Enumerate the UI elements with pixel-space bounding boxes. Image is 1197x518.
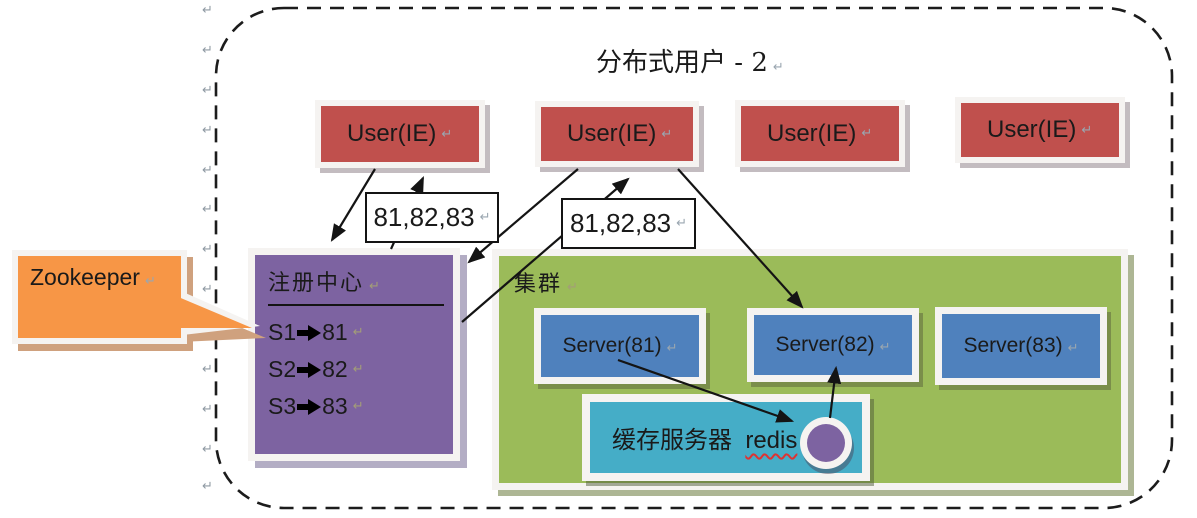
port-list-text: 81,82,83 — [569, 208, 672, 238]
registry-key: S1 — [268, 319, 297, 345]
cache-box-label: 缓存服务器 redis↵ — [590, 420, 813, 455]
registry-value: 82 — [322, 356, 348, 382]
registry-row-1: S1 81 ↵ — [268, 314, 453, 351]
redis-node-circle-fill — [807, 424, 845, 462]
paragraph-mark: ↵ — [352, 325, 364, 340]
paragraph-mark: ↵ — [661, 126, 673, 142]
paragraph-mark: ↵ — [441, 126, 453, 142]
server-box-81[interactable]: Server(81) ↵ — [534, 308, 706, 384]
user-box-3[interactable]: User(IE) ↵ — [735, 100, 905, 167]
paragraph-mark: ↵ — [676, 216, 688, 231]
paragraph-mark: ↵ — [352, 399, 364, 414]
paragraph-mark: ↵ — [772, 60, 784, 75]
registry-content: 注册中心 ↵ S1 81 ↵ S2 82 ↵ S3 83 ↵ — [255, 255, 453, 454]
server-box-82[interactable]: Server(82) ↵ — [747, 308, 919, 382]
port-list-label-1[interactable]: 81,82,83 ↵ — [365, 192, 499, 243]
heavy-right-arrow-icon — [297, 398, 322, 415]
paragraph-mark: ↵ — [202, 282, 213, 297]
port-list-text: 81,82,83 — [373, 202, 475, 232]
heavy-right-arrow-icon — [297, 361, 322, 378]
user-box-1[interactable]: User(IE)↵ — [315, 100, 485, 168]
paragraph-mark: ↵ — [202, 83, 213, 98]
registry-row-2: S2 82 ↵ — [268, 351, 453, 388]
paragraph-mark: ↵ — [202, 202, 213, 217]
diagram-title-text: 分布式用户 - 2 — [596, 48, 768, 78]
registry-box[interactable]: 注册中心 ↵ S1 81 ↵ S2 82 ↵ S3 83 ↵ — [248, 248, 460, 461]
paragraph-mark: ↵ — [202, 43, 213, 58]
server-box-label: Server(81) ↵ — [541, 334, 699, 358]
cluster-label: 集群 ↵ — [514, 266, 580, 298]
paragraph-mark: ↵ — [202, 3, 213, 18]
paragraph-mark: ↵ — [202, 479, 213, 494]
paragraph-mark: ↵ — [861, 126, 873, 141]
paragraph-mark: ↵ — [479, 210, 491, 225]
zookeeper-callout[interactable] — [8, 246, 278, 358]
heavy-right-arrow-icon — [297, 324, 322, 341]
user-box-2[interactable]: User(IE)↵ — [535, 101, 699, 167]
registry-title-text: 注册中心 — [268, 271, 365, 296]
paragraph-mark: ↵ — [567, 280, 580, 295]
registry-key: S3 — [268, 393, 297, 419]
port-list-label-2[interactable]: 81,82,83 ↵ — [561, 198, 696, 249]
registry-row-3: S3 83 ↵ — [268, 388, 453, 425]
cluster-label-text: 集群 — [514, 272, 563, 297]
server-label-text: Server(83) — [963, 334, 1063, 357]
cache-label-redis: redis — [745, 427, 798, 454]
paragraph-mark-column: ↵ ↵ ↵ ↵ ↵ ↵ ↵ ↵ ↵ ↵ ↵ ↵ ↵ — [202, 0, 216, 518]
paragraph-mark: ↵ — [202, 402, 213, 417]
paragraph-mark: ↵ — [202, 442, 213, 457]
zookeeper-label-text: Zookeeper — [30, 264, 140, 290]
server-box-label: Server(83) ↵ — [942, 334, 1100, 358]
paragraph-mark: ↵ — [352, 362, 364, 377]
user-box-4[interactable]: User(IE)↵ — [955, 97, 1125, 163]
paragraph-mark: ↵ — [1067, 341, 1079, 356]
server-label-text: Server(82) — [775, 333, 875, 356]
paragraph-mark: ↵ — [1081, 122, 1093, 138]
registry-underline — [268, 304, 444, 306]
redis-node-circle[interactable] — [800, 417, 852, 469]
registry-key: S2 — [268, 356, 297, 382]
registry-value: 83 — [322, 393, 348, 419]
zookeeper-label: Zookeeper ↵ — [30, 264, 156, 291]
user-box-label: User(IE) — [567, 120, 657, 147]
paragraph-mark: ↵ — [202, 163, 213, 178]
paragraph-mark: ↵ — [202, 242, 213, 257]
server-box-83[interactable]: Server(83) ↵ — [935, 307, 1107, 385]
cache-label-cn: 缓存服务器 — [612, 426, 732, 454]
paragraph-mark: ↵ — [202, 362, 213, 377]
paragraph-mark: ↵ — [666, 341, 678, 356]
diagram-title: 分布式用户 - 2 ↵ — [596, 42, 784, 79]
server-box-label: Server(82) ↵ — [754, 333, 912, 357]
server-label-text: Server(81) — [562, 334, 662, 357]
registry-value: 81 — [322, 319, 348, 345]
paragraph-mark: ↵ — [202, 123, 213, 138]
paragraph-mark: ↵ — [879, 340, 891, 355]
user-box-label: User(IE) — [347, 120, 437, 147]
registry-title: 注册中心 ↵ — [268, 265, 453, 297]
user-box-label: User(IE) — [767, 119, 857, 147]
user-box-label: User(IE) — [987, 116, 1077, 143]
paragraph-mark: ↵ — [369, 279, 382, 294]
paragraph-mark: ↵ — [144, 274, 156, 289]
